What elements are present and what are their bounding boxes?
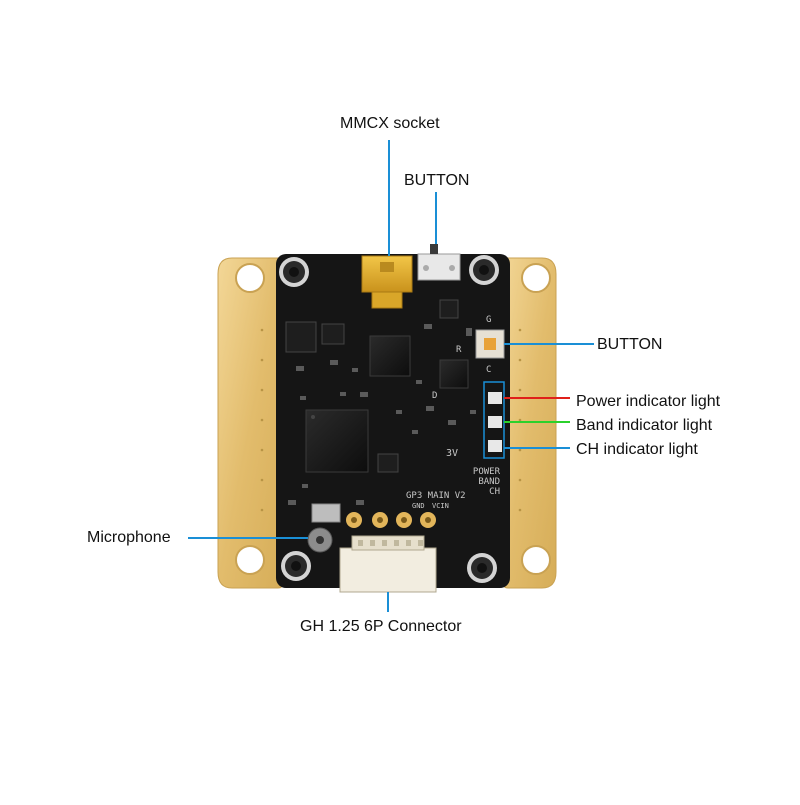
side-button [475, 329, 505, 359]
silk-ch: CH [489, 487, 500, 497]
oscillator [439, 299, 459, 319]
crystal-oscillator [311, 503, 341, 523]
top-button [417, 244, 461, 281]
capacitor-block [321, 323, 345, 345]
power-indicator-label: Power indicator light [576, 393, 721, 410]
regulator-chip [377, 453, 399, 473]
mmcx-socket [361, 255, 413, 309]
ch-indicator-label: CH indicator light [576, 441, 698, 458]
microphone-label: Microphone [87, 529, 171, 546]
screw-top-left [279, 257, 309, 287]
gh-connector-part [339, 535, 437, 593]
small-chip [439, 359, 469, 389]
mmcx-socket-label: MMCX socket [340, 115, 440, 132]
silk-band: BAND [478, 477, 500, 487]
rf-chip [369, 335, 411, 377]
gh-connector-label: GH 1.25 6P Connector [300, 618, 462, 635]
microphone-part [307, 527, 333, 553]
indicator-leds [483, 381, 505, 459]
silk-gnd: GND [412, 502, 425, 510]
side-button-label: BUTTON [597, 336, 663, 353]
silk-r: R [456, 345, 462, 355]
screw-bottom-right [467, 553, 497, 583]
callout-lines [188, 140, 594, 612]
inductor [285, 321, 317, 353]
silk-3v: 3V [446, 448, 458, 459]
main-chip [305, 409, 369, 473]
top-button-label: BUTTON [404, 172, 470, 189]
band-indicator-label: Band indicator light [576, 417, 713, 434]
screw-top-right [469, 255, 499, 285]
silk-vcin: VCIN [432, 502, 449, 510]
silk-d: D [432, 391, 437, 401]
silk-power: POWER [473, 467, 501, 477]
solder-pads [346, 512, 436, 528]
smd-components [288, 324, 476, 505]
silk-board-name: GP3 MAIN V2 [406, 491, 466, 501]
screw-bottom-left [281, 551, 311, 581]
silk-g: G [486, 315, 491, 325]
silk-c: C [486, 365, 491, 375]
